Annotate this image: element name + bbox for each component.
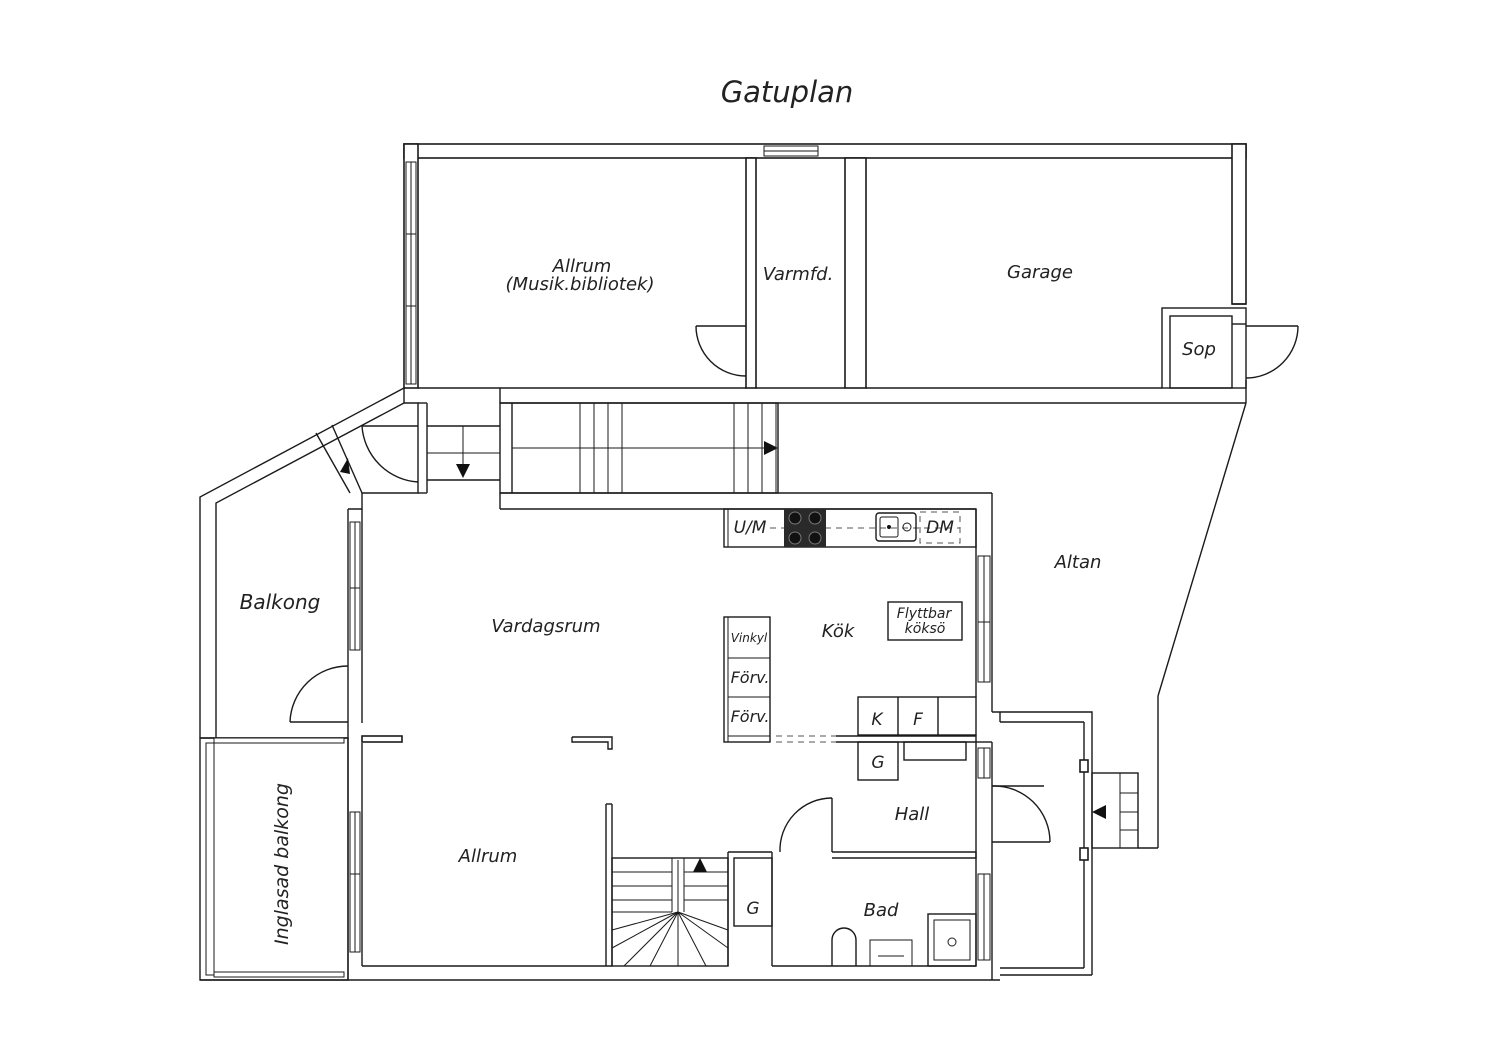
- hall-bath-walls: [727, 741, 1051, 980]
- label-flyttbar: Flyttbar: [897, 606, 953, 622]
- label-kokso: köksö: [905, 621, 946, 637]
- lower-stair: [611, 857, 729, 967]
- label-kok: Kök: [822, 621, 856, 642]
- label-vardagsrum: Vardagsrum: [491, 616, 600, 637]
- plan-title: Gatuplan: [721, 75, 854, 109]
- label-bad: Bad: [864, 900, 899, 921]
- label-dm: DM: [926, 518, 954, 538]
- label-forv-2: Förv.: [731, 707, 770, 726]
- label-sop: Sop: [1182, 339, 1216, 360]
- upper-stair: [427, 402, 779, 494]
- entrance-porch: [992, 711, 1139, 976]
- label-balkong: Balkong: [240, 590, 321, 614]
- upper-doors: [695, 325, 1299, 379]
- kitchen-storage: [723, 601, 963, 743]
- kitchen-appliances: [836, 696, 977, 781]
- label-f: F: [913, 710, 923, 730]
- label-allrum-top: Allrum: [552, 256, 612, 277]
- label-k: K: [871, 710, 884, 730]
- altan-outline: [1138, 402, 1247, 849]
- label-forv-1: Förv.: [731, 668, 770, 687]
- label-varmfd: Varmfd.: [763, 264, 834, 285]
- label-inglasad-balkong: Inglasad balkong: [271, 783, 293, 945]
- label-g-kitchen: G: [871, 753, 884, 773]
- label-altan: Altan: [1054, 552, 1102, 573]
- room-labels: Allrum (Musik.bibliotek) Varmfd. Garage …: [240, 256, 1216, 945]
- living-windows: [349, 521, 361, 953]
- lower-block-walls: [200, 388, 1000, 981]
- kitchen-counter: [723, 508, 991, 683]
- label-allrum-bottom: Allrum: [458, 846, 518, 867]
- inglasad-balkong-outline: [199, 737, 349, 981]
- label-um: U/M: [734, 518, 767, 538]
- label-vinkyl: Vinkyl: [731, 631, 768, 645]
- label-garage: Garage: [1007, 262, 1073, 283]
- balkong-outline: [199, 387, 419, 739]
- upper-windows: [405, 145, 819, 385]
- label-hall: Hall: [895, 804, 930, 825]
- label-g-bath: G: [746, 899, 759, 919]
- label-allrum-top-sub: (Musik.bibliotek): [506, 274, 655, 295]
